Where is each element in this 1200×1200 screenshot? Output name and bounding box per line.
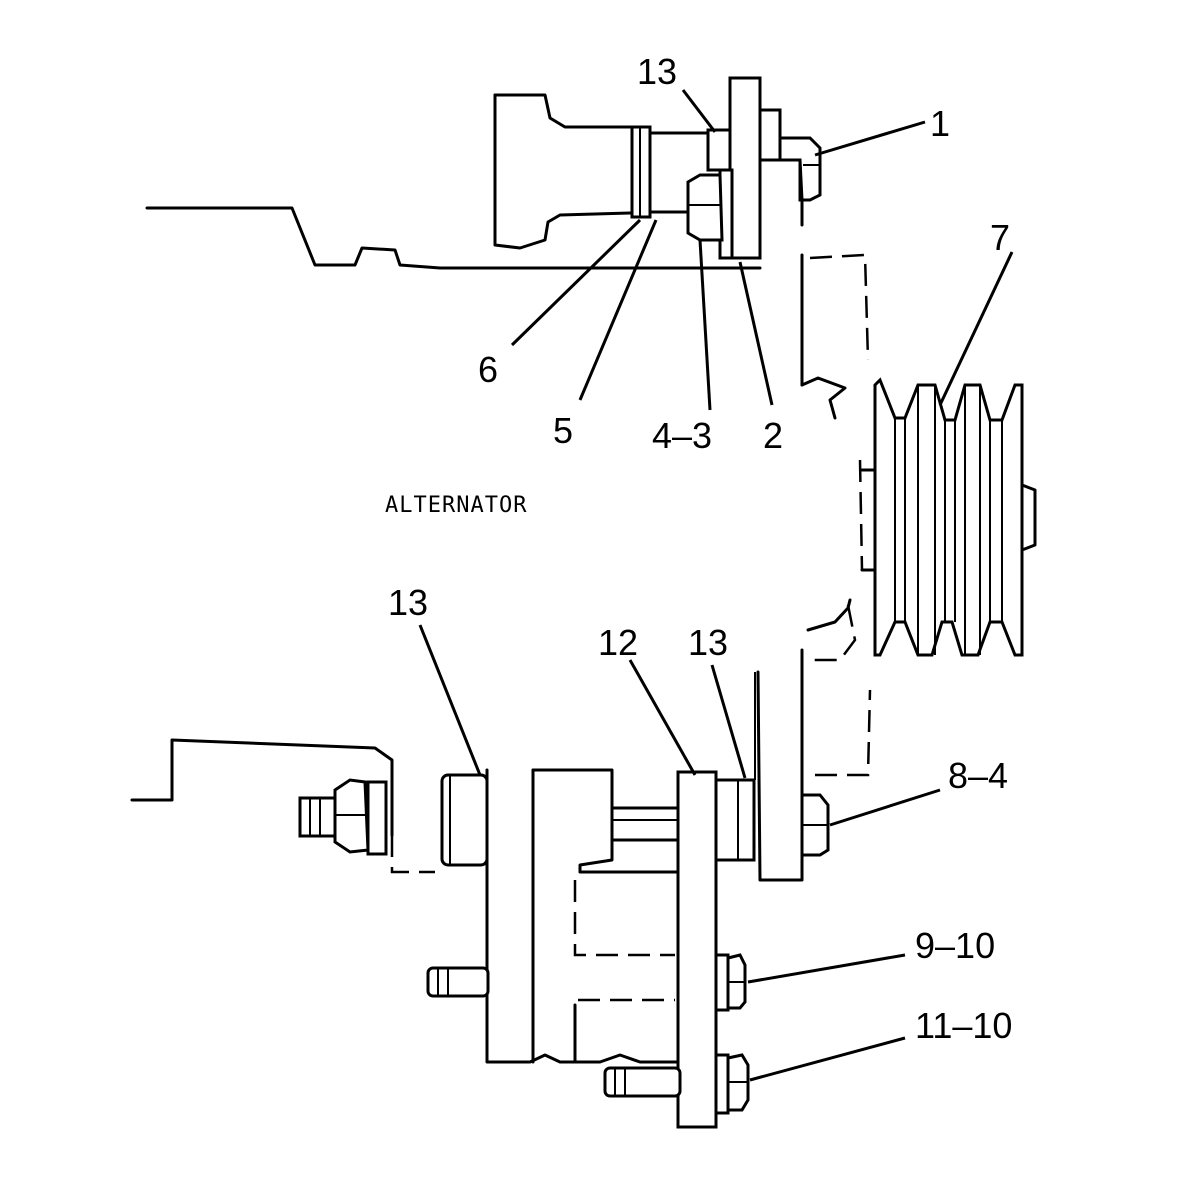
callout-6: 6 xyxy=(478,349,498,390)
callout-13-top: 13 xyxy=(637,51,677,92)
callout-4-3: 4–3 xyxy=(652,415,712,456)
alternator-label: ALTERNATOR xyxy=(385,493,527,518)
callout-11-10: 11–10 xyxy=(915,1005,1012,1046)
alternator-housing-outline xyxy=(756,253,872,882)
upper-mount-bracket xyxy=(145,76,847,420)
callout-9-10: 9–10 xyxy=(915,925,995,966)
callouts: 13 1 7 6 5 4–3 2 ALTERNATOR 13 12 13 8–4… xyxy=(385,51,1012,1046)
lower-mount-bracket xyxy=(130,672,830,1129)
callout-13-mid: 13 xyxy=(688,622,728,663)
callout-1: 1 xyxy=(930,103,950,144)
pulley xyxy=(860,377,1037,657)
callout-7: 7 xyxy=(990,217,1010,258)
leader-lines xyxy=(418,89,1014,1082)
callout-2: 2 xyxy=(763,415,783,456)
callout-8-4: 8–4 xyxy=(948,755,1008,796)
callout-13-left: 13 xyxy=(388,582,428,623)
callout-5: 5 xyxy=(553,410,573,451)
callout-12: 12 xyxy=(598,622,638,663)
